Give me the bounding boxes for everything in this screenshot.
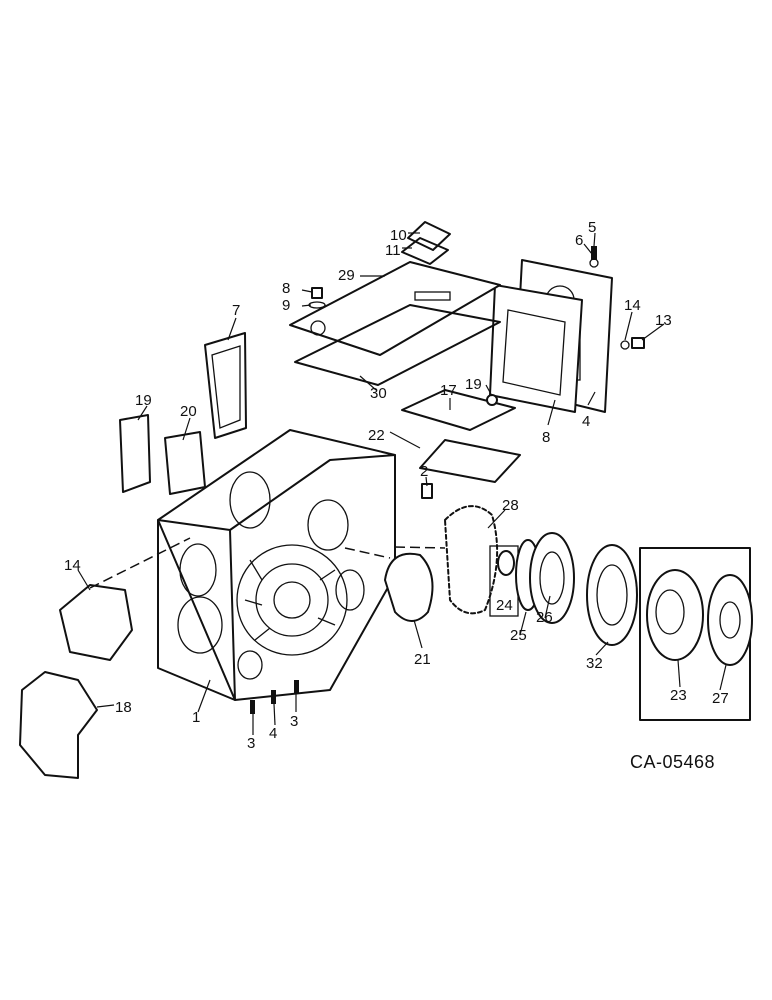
callout-24: 23 <box>670 687 687 704</box>
part-31-top-gasket <box>294 304 501 386</box>
part-15-nut <box>631 337 645 349</box>
callout-23: 22 <box>368 427 385 444</box>
callout-14: 14 <box>64 557 81 574</box>
part-16-washer <box>620 340 630 350</box>
part-22-cover <box>384 552 434 622</box>
callout-2: 2 <box>420 463 428 480</box>
diagram-code: CA-05468 <box>630 752 715 772</box>
part-14-front-cover <box>59 584 133 661</box>
part-32-drum <box>586 544 638 646</box>
part-4-bolt <box>271 690 276 704</box>
part-12-cover <box>407 221 451 251</box>
part-30-top-cover <box>289 261 501 356</box>
callout-17: 17 <box>440 382 457 399</box>
callout-29: 28 <box>502 497 519 514</box>
part-7-washer <box>589 258 599 268</box>
callout-20: 19 <box>135 392 152 409</box>
part-20-plate <box>119 414 151 493</box>
callout-28: 27 <box>712 690 729 707</box>
callout-5: 4 <box>582 413 590 430</box>
leader-lines <box>77 232 727 735</box>
part-21-gasket <box>164 431 206 495</box>
callout-11: 9 <box>282 297 290 314</box>
callout-9: 7 <box>232 302 240 319</box>
part-19-plug <box>486 394 498 406</box>
part-2-plug <box>421 483 433 499</box>
callout-13: 11 <box>385 242 401 259</box>
part-11-washer <box>308 301 326 309</box>
part-1-transmission-case <box>157 429 396 701</box>
part-23-gasket <box>419 439 521 483</box>
part-10-plug <box>311 287 323 299</box>
part-28-disc <box>707 574 753 666</box>
callout-4: 4 <box>269 725 277 742</box>
part-17-plate <box>401 389 516 431</box>
callout-3-left: 3 <box>247 735 255 752</box>
callout-15: 13 <box>655 312 672 329</box>
callout-6: 5 <box>588 219 596 236</box>
part-8-gasket <box>489 284 583 413</box>
part-24-hub <box>646 569 704 661</box>
callout-27: 26 <box>536 609 553 626</box>
callout-8: 8 <box>542 429 550 446</box>
callout-10: 8 <box>282 280 290 297</box>
part-18-gasket <box>19 671 98 779</box>
callout-31: 30 <box>370 385 387 402</box>
callout-22: 21 <box>414 651 431 668</box>
callout-1: 1 <box>192 709 200 726</box>
part-9-gasket <box>204 332 247 439</box>
callout-16: 14 <box>624 297 641 314</box>
callout-21: 20 <box>180 403 197 420</box>
part-6-screw <box>591 246 597 260</box>
callout-19: 19 <box>465 376 482 393</box>
callout-7: 6 <box>575 232 583 249</box>
callout-25: 24 <box>496 597 513 614</box>
callout-3-right: 3 <box>290 713 298 730</box>
callout-labels: 10 11 5 6 8 9 29 7 14 13 4 8 30 17 19 22… <box>64 219 729 752</box>
callout-32: 32 <box>586 655 603 672</box>
callout-18: 18 <box>115 699 132 716</box>
part-27-flange <box>529 532 575 624</box>
part-29-gasket <box>444 505 499 615</box>
part-13-gasket <box>401 237 449 265</box>
part-3-bolts <box>250 680 299 714</box>
callout-26: 25 <box>510 627 527 644</box>
callout-12: 10 <box>390 227 407 244</box>
callout-30: 29 <box>338 267 355 284</box>
